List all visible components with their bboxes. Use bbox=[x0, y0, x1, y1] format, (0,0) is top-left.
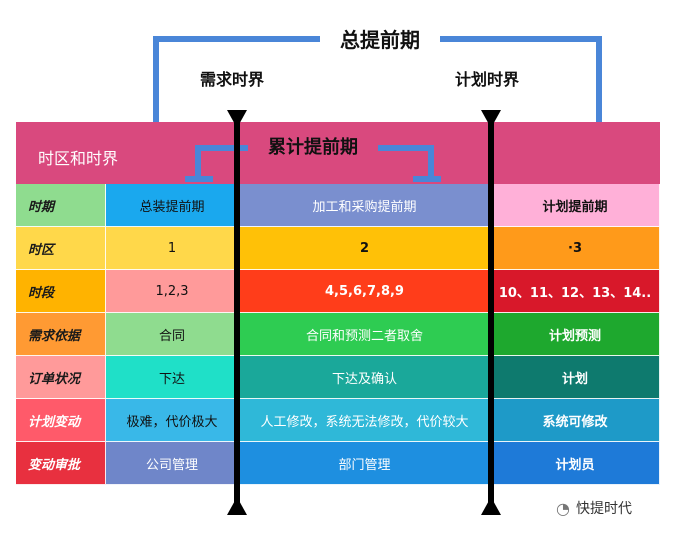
cell-assembly-zone: 下达 bbox=[106, 356, 239, 399]
cell-plan-zone: 计划 bbox=[491, 356, 660, 399]
cell-assembly-zone: 总装提前期 bbox=[106, 184, 239, 227]
header-title: 时区和时界 bbox=[38, 149, 119, 168]
cell-plan-zone: 系统可修改 bbox=[491, 399, 660, 442]
cumulative-bracket-left bbox=[195, 145, 201, 181]
cumulative-bracket-right-foot bbox=[413, 176, 441, 182]
plan-boundary-arrow-top bbox=[481, 110, 501, 128]
table-row-period: 时期总装提前期加工和采购提前期计划提前期 bbox=[16, 184, 660, 227]
row-label: 订单状况 bbox=[16, 356, 106, 399]
row-label: 时区 bbox=[16, 227, 106, 270]
table-row-plan-change: 计划变动极难，代价极大人工修改，系统无法修改，代价较大系统可修改 bbox=[16, 399, 660, 442]
demand-boundary-arrow-bottom bbox=[227, 497, 247, 515]
demand-boundary-label: 需求时界 bbox=[200, 70, 265, 89]
table-row-change-approval: 变动审批公司管理部门管理计划员 bbox=[16, 442, 660, 485]
plan-boundary-line bbox=[488, 112, 494, 504]
cell-assembly-zone: 1,2,3 bbox=[106, 270, 239, 313]
cell-process-zone: 合同和预测二者取舍 bbox=[239, 313, 491, 356]
row-label: 需求依据 bbox=[16, 313, 106, 356]
table-row-order-status: 订单状况下达下达及确认计划 bbox=[16, 356, 660, 399]
cell-process-zone: 人工修改，系统无法修改，代价较大 bbox=[239, 399, 491, 442]
watermark: ◔ 快提时代 bbox=[556, 498, 632, 518]
plan-boundary-arrow-bottom bbox=[481, 497, 501, 515]
cell-assembly-zone: 合同 bbox=[106, 313, 239, 356]
cell-process-zone: 部门管理 bbox=[239, 442, 491, 485]
row-label: 计划变动 bbox=[16, 399, 106, 442]
cell-plan-zone: 计划员 bbox=[491, 442, 660, 485]
cell-plan-zone: 计划提前期 bbox=[491, 184, 660, 227]
cell-assembly-zone: 公司管理 bbox=[106, 442, 239, 485]
wechat-icon: ◔ bbox=[556, 498, 570, 518]
cell-plan-zone: 10、11、12、13、14.. bbox=[491, 270, 660, 313]
watermark-text: 快提时代 bbox=[575, 501, 632, 517]
total-bracket-right bbox=[596, 36, 602, 164]
cumulative-lead-time-label: 累计提前期 bbox=[248, 134, 378, 162]
demand-boundary-arrow-top bbox=[227, 110, 247, 128]
table-row-demand-basis: 需求依据合同合同和预测二者取舍计划预测 bbox=[16, 313, 660, 356]
row-label: 变动审批 bbox=[16, 442, 106, 485]
row-label: 时期 bbox=[16, 184, 106, 227]
cumulative-bracket-left-foot bbox=[185, 176, 213, 182]
cell-plan-zone: 计划预测 bbox=[491, 313, 660, 356]
demand-boundary-line bbox=[234, 112, 240, 504]
cell-assembly-zone: 1 bbox=[106, 227, 239, 270]
cell-process-zone: 下达及确认 bbox=[239, 356, 491, 399]
cell-plan-zone: ·3 bbox=[491, 227, 660, 270]
plan-boundary-label: 计划时界 bbox=[455, 70, 520, 89]
row-label: 时段 bbox=[16, 270, 106, 313]
cumulative-bracket-right bbox=[428, 145, 434, 181]
cell-process-zone: 4,5,6,7,8,9 bbox=[239, 270, 491, 313]
total-lead-time-label: 总提前期 bbox=[320, 25, 440, 55]
total-bracket-left bbox=[153, 36, 159, 164]
cell-process-zone: 加工和采购提前期 bbox=[239, 184, 491, 227]
cell-assembly-zone: 极难，代价极大 bbox=[106, 399, 239, 442]
cell-process-zone: 2 bbox=[239, 227, 491, 270]
